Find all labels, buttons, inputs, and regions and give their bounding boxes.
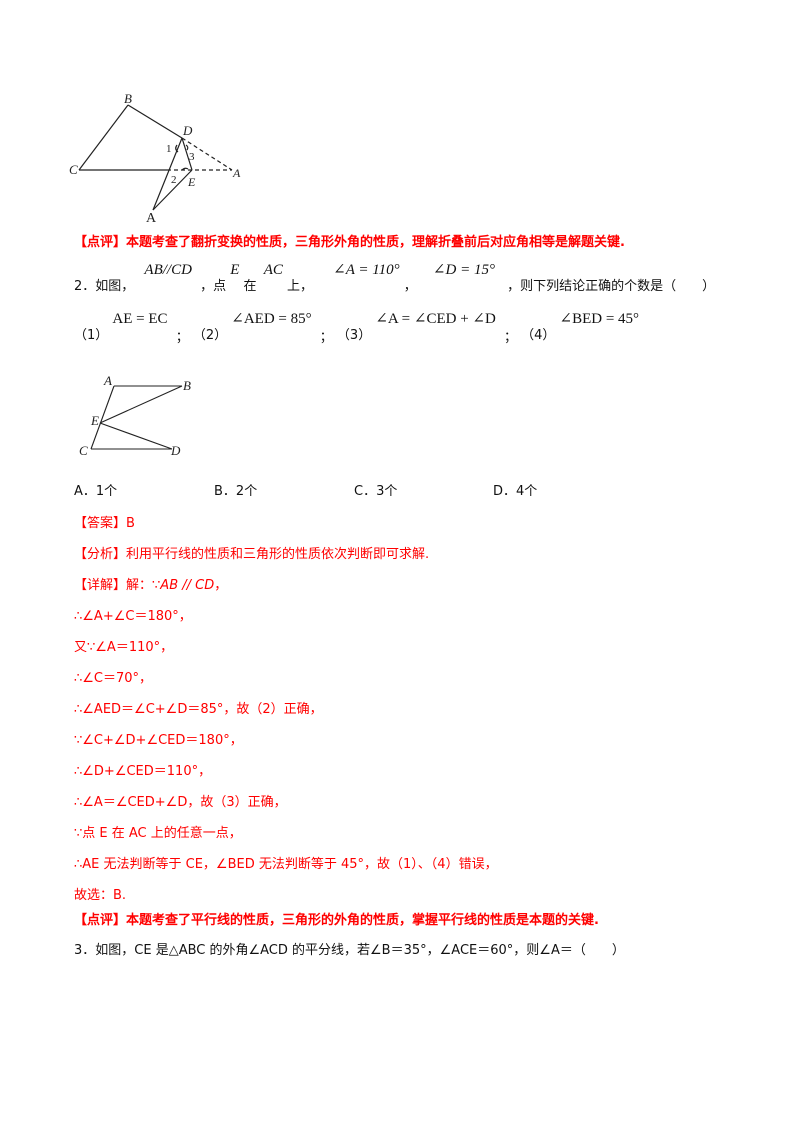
label-E: E	[187, 175, 196, 189]
q2-sep2: ，	[403, 279, 417, 294]
option-a[interactable]: A．1个	[74, 483, 117, 501]
step-10: 故选：B.	[74, 888, 127, 903]
question-2-stem: 2．如图， AB//CD ，点 E 在 AC 上， ∠A = 110° ， ∠D…	[74, 262, 716, 303]
step-7: ∴∠A＝∠CED+∠D，故（3）正确，	[74, 795, 287, 810]
question-3-stem: 3．如图，CE 是△ABC 的外角∠ACD 的平分线，若∠B＝35°，∠ACE＝…	[74, 943, 625, 958]
step-2: 又∵∠A＝110°，	[74, 640, 174, 655]
statement-1-expr: AE = EC	[112, 311, 168, 327]
option-a-text: 1个	[95, 484, 118, 499]
option-b-key: B．	[214, 484, 236, 499]
fig2-label-E: E	[90, 413, 99, 428]
q2-cond-parallel: AB//CD	[144, 262, 192, 278]
q2-statements: （1） AE = EC ； （2） ∠AED = 85° ； （3） ∠A = …	[74, 311, 640, 348]
option-c[interactable]: C．3个	[354, 483, 397, 501]
analysis-text: 利用平行线的性质和三角形的性质依次判断即可求解.	[126, 547, 430, 562]
detail-intro-line: 【详解】解：∵AB // CD，	[74, 577, 227, 595]
review-2: 【点评】本题考查了平行线的性质，三角形的外角的性质，掌握平行线的性质是本题的关键…	[74, 912, 599, 930]
option-c-key: C．	[354, 484, 377, 499]
detail-intro: 解：∵	[126, 578, 161, 593]
q2-on: 在	[243, 279, 257, 294]
statement-3-label: （3）	[336, 328, 372, 343]
analysis-tag: 【分析】	[74, 547, 127, 562]
review-1-tag: 【点评】	[74, 235, 127, 250]
q2-cond-angle-d: ∠D = 15°	[432, 262, 495, 278]
option-d-key: D．	[493, 484, 517, 499]
statement-2-expr: ∠AED = 85°	[231, 311, 312, 327]
figure-folding-triangle: B D C E A A 1 3 2	[69, 91, 241, 226]
statement-4-label: （4）	[521, 328, 556, 343]
step-8: ∵点 E 在 AC 上的任意一点，	[74, 826, 242, 841]
step-4: ∴∠AED＝∠C+∠D＝85°，故（2）正确，	[74, 702, 323, 717]
answer-line: 【答案】B	[74, 515, 135, 533]
fig2-label-C: C	[79, 443, 88, 458]
statement-1-label: （1）	[74, 328, 109, 343]
statement-3-sep: ；	[503, 330, 517, 345]
label-C: C	[69, 162, 78, 177]
label-A-bottom: A	[146, 211, 157, 226]
option-d-text: 4个	[516, 484, 538, 499]
fig2-label-B: B	[183, 378, 191, 393]
step-3: ∴∠C＝70°，	[74, 671, 153, 686]
option-b-text: 2个	[235, 484, 258, 499]
statement-1-sep: ；	[175, 330, 189, 345]
q2-point: E	[230, 262, 240, 278]
review-2-text: 本题考查了平行线的性质，三角形的外角的性质，掌握平行线的性质是本题的关键.	[126, 913, 599, 928]
label-angle-1: 1	[166, 143, 172, 155]
q2-upon: 上，	[287, 279, 314, 294]
fig2-label-A: A	[103, 373, 112, 388]
option-c-text: 3个	[376, 484, 398, 499]
answer-value: B	[126, 516, 135, 531]
step-6: ∴∠D+∠CED＝110°，	[74, 764, 212, 779]
statement-4-expr: ∠BED = 45°	[559, 311, 640, 327]
q2-number: 2．如图，	[74, 279, 135, 294]
label-B: B	[124, 91, 132, 106]
answer-tag: 【答案】	[74, 516, 127, 531]
review-1: 【点评】本题考查了翻折变换的性质，三角形外角的性质，理解折叠前后对应角相等是解题…	[74, 234, 625, 252]
step-5: ∵∠C+∠D+∠CED＝180°，	[74, 733, 243, 748]
label-A-right: A	[232, 166, 241, 180]
q2-tail: ，则下列结论正确的个数是（ ）	[507, 279, 716, 294]
label-angle-3: 3	[189, 151, 195, 163]
option-d[interactable]: D．4个	[493, 483, 537, 501]
figure-parallel-lines: A B E C D	[79, 373, 191, 458]
review-1-text: 本题考查了翻折变换的性质，三角形外角的性质，理解折叠前后对应角相等是解题关键.	[126, 235, 625, 250]
review-2-tag: 【点评】	[74, 913, 127, 928]
analysis-line: 【分析】利用平行线的性质和三角形的性质依次判断即可求解.	[74, 546, 429, 564]
statement-2-label: （2）	[192, 328, 228, 343]
statement-3-expr: ∠A = ∠CED + ∠D	[375, 311, 496, 327]
label-D: D	[182, 123, 193, 138]
option-a-key: A．	[74, 484, 96, 499]
step-1: ∴∠A+∠C＝180°，	[74, 609, 192, 624]
statement-2-sep: ；	[319, 330, 333, 345]
q2-sep: ，点	[200, 279, 227, 294]
detail-first-end: ，	[214, 578, 228, 593]
q2-cond-angle-a: ∠A = 110°	[333, 262, 400, 278]
detail-first: AB // CD	[160, 578, 215, 593]
fig2-label-D: D	[170, 443, 181, 458]
detail-tag: 【详解】	[74, 578, 127, 593]
label-angle-2: 2	[171, 174, 177, 186]
q2-segment: AC	[263, 262, 283, 278]
step-9: ∴AE 无法判断等于 CE，∠BED 无法判断等于 45°，故（1）、（4）错误…	[74, 857, 498, 872]
option-b[interactable]: B．2个	[214, 483, 257, 501]
